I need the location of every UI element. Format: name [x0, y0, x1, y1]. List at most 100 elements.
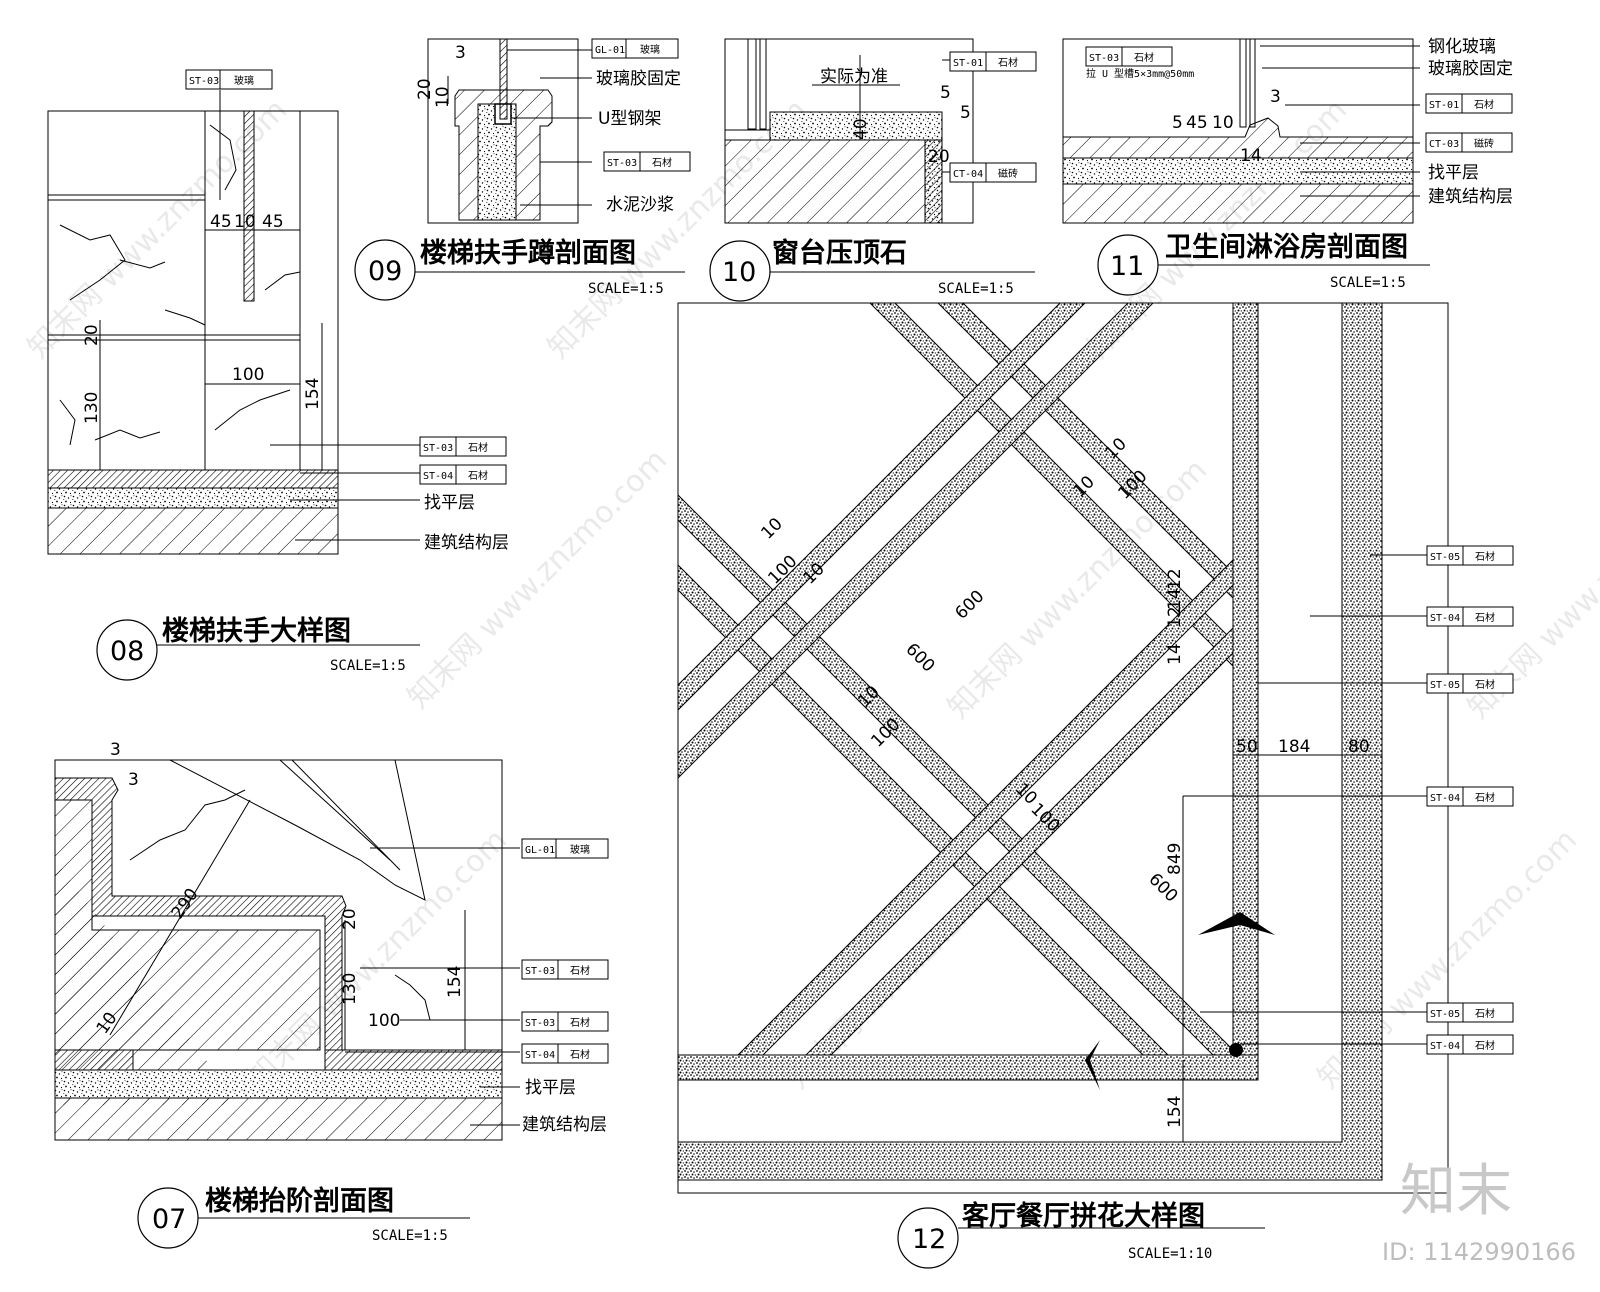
detail-12-title: 客厅餐厅拼花大样图	[962, 1200, 1205, 1232]
dim-08-f: 130	[82, 392, 102, 424]
svg-text:ST-03: ST-03	[607, 158, 637, 169]
image-id: ID: 1142990166	[1382, 1238, 1576, 1266]
dim-12-s: 184	[1278, 737, 1310, 757]
svg-text:石材: 石材	[468, 469, 488, 482]
tag-07-st03-a: ST-03 石材	[521, 959, 609, 980]
note-11-structure: 建筑结构层	[1428, 187, 1513, 207]
svg-text:石材: 石材	[998, 56, 1018, 69]
tag-11-st01: ST-01 石材	[1425, 93, 1513, 114]
dim-07-g: 100	[368, 1011, 400, 1031]
detail-12-drawing	[677, 302, 1449, 1269]
svg-text:ST-01: ST-01	[1429, 100, 1459, 111]
detail-12-scale: SCALE=1:10	[1128, 1246, 1212, 1262]
svg-text:ST-04: ST-04	[525, 1050, 555, 1061]
svg-text:玻璃: 玻璃	[570, 843, 590, 856]
detail-10-title: 窗台压顶石	[772, 237, 907, 269]
dim-12-t: 80	[1348, 737, 1370, 757]
dim-08-g: 154	[303, 378, 323, 410]
svg-text:ST-03: ST-03	[189, 76, 219, 87]
detail-12-number: 12	[912, 1224, 946, 1255]
svg-text:石材: 石材	[1475, 791, 1495, 804]
tag-12-st05-a: ST-05 石材	[1426, 545, 1514, 566]
dim-12-v: 154	[1165, 1096, 1185, 1128]
svg-text:ST-04: ST-04	[1430, 1041, 1460, 1052]
svg-text:ST-05: ST-05	[1430, 1009, 1460, 1020]
tag-08-top: ST-03 玻璃	[185, 69, 273, 90]
note-09-uframe: U型钢架	[598, 109, 661, 129]
detail-11-number: 11	[1110, 251, 1144, 282]
tag-12-st05-c: ST-05 石材	[1426, 1002, 1514, 1023]
tag-11-st03: ST-03 石材	[1085, 46, 1173, 67]
detail-07-scale: SCALE=1:5	[372, 1228, 448, 1244]
svg-text:ST-05: ST-05	[1430, 680, 1460, 691]
note-08-leveling: 找平层	[424, 493, 475, 513]
tag-09-st03: ST-03 石材	[603, 151, 691, 172]
svg-text:ST-03: ST-03	[423, 443, 453, 454]
dim-10-a: 5	[940, 83, 951, 103]
svg-text:GL-01: GL-01	[595, 45, 625, 56]
dim-12-i: 10	[799, 559, 828, 588]
svg-text:ST-03: ST-03	[1089, 53, 1119, 64]
dim-12-c: 100	[867, 714, 904, 751]
detail-08-number: 08	[110, 636, 144, 667]
tag-07-gl01: GL-01 玻璃	[521, 838, 609, 859]
detail-11-scale: SCALE=1:5	[1330, 275, 1406, 291]
dim-07-f: 154	[445, 966, 465, 998]
svg-text:玻璃: 玻璃	[234, 74, 254, 87]
svg-text:ST-03: ST-03	[525, 966, 555, 977]
svg-text:石材: 石材	[570, 1048, 590, 1061]
note-11-tempered-glass: 钢化玻璃	[1428, 37, 1496, 57]
tag-08-st03: ST-03 石材	[419, 436, 507, 457]
brand-watermark: 知末	[1400, 1159, 1512, 1224]
tag-07-st03-b: ST-03 石材	[521, 1011, 609, 1032]
detail-10-scale: SCALE=1:5	[938, 281, 1014, 297]
note-09-glue: 玻璃胶固定	[596, 69, 681, 89]
svg-text:ST-05: ST-05	[1430, 552, 1460, 563]
svg-text:ST-04: ST-04	[1430, 793, 1460, 804]
svg-text:ST-03: ST-03	[525, 1018, 555, 1029]
dim-10-c: 40	[851, 118, 871, 140]
note-08-structure: 建筑结构层	[424, 533, 509, 553]
tag-12-st05-b: ST-05 石材	[1426, 673, 1514, 694]
dim-12-u: 849	[1165, 843, 1185, 875]
detail-08-title: 楼梯扶手大样图	[162, 615, 351, 647]
svg-text:石材: 石材	[1134, 51, 1154, 64]
svg-text:磁砖: 磁砖	[998, 167, 1018, 180]
svg-text:石材: 石材	[468, 441, 488, 454]
tag-11-ct03: CT-03 磁砖	[1425, 132, 1513, 153]
dim-11-c: 10	[1212, 113, 1234, 133]
dim-12-a: 100	[764, 551, 801, 588]
svg-text:CT-04: CT-04	[953, 169, 983, 180]
dim-12-d: 100	[1026, 799, 1063, 836]
detail-09-scale: SCALE=1:5	[588, 281, 664, 297]
svg-text:ST-01: ST-01	[953, 58, 983, 69]
detail-08-drawing	[47, 90, 420, 681]
tag-10-ct04: CT-04 磁砖	[949, 162, 1037, 183]
tag-12-st04-a: ST-04 石材	[1426, 606, 1514, 627]
dim-08-b: 10	[234, 212, 256, 232]
svg-text:磁砖: 磁砖	[1474, 137, 1494, 150]
svg-text:石材: 石材	[1475, 1039, 1495, 1052]
dim-09-a: 3	[455, 43, 466, 63]
dim-12-k: 10	[1101, 434, 1130, 463]
dim-10-d: 20	[928, 147, 950, 167]
detail-09-title: 楼梯扶手蹲剖面图	[420, 237, 636, 269]
dim-12-e: 600	[951, 586, 988, 623]
tag-12-st04-c: ST-04 石材	[1426, 1034, 1514, 1055]
detail-10-drawing	[709, 38, 1035, 302]
dim-12-b: 100	[1114, 466, 1151, 503]
dim-12-q: 14	[1165, 643, 1185, 665]
detail-11-title: 卫生间淋浴房剖面图	[1165, 231, 1408, 263]
dim-10-b: 5	[960, 103, 971, 123]
svg-text:石材: 石材	[1475, 1007, 1495, 1020]
dim-12-n: 12	[1165, 568, 1185, 590]
note-11-glue: 玻璃胶固定	[1428, 59, 1513, 79]
tag-09-gl01: GL-01 玻璃	[591, 38, 679, 59]
note-07-leveling: 找平层	[525, 1078, 576, 1098]
detail-07-number: 07	[152, 1204, 186, 1235]
svg-text:玻璃: 玻璃	[640, 43, 660, 56]
dim-12-h: 10	[757, 514, 786, 543]
dim-08-d: 20	[82, 324, 102, 346]
svg-text:石材: 石材	[652, 156, 672, 169]
